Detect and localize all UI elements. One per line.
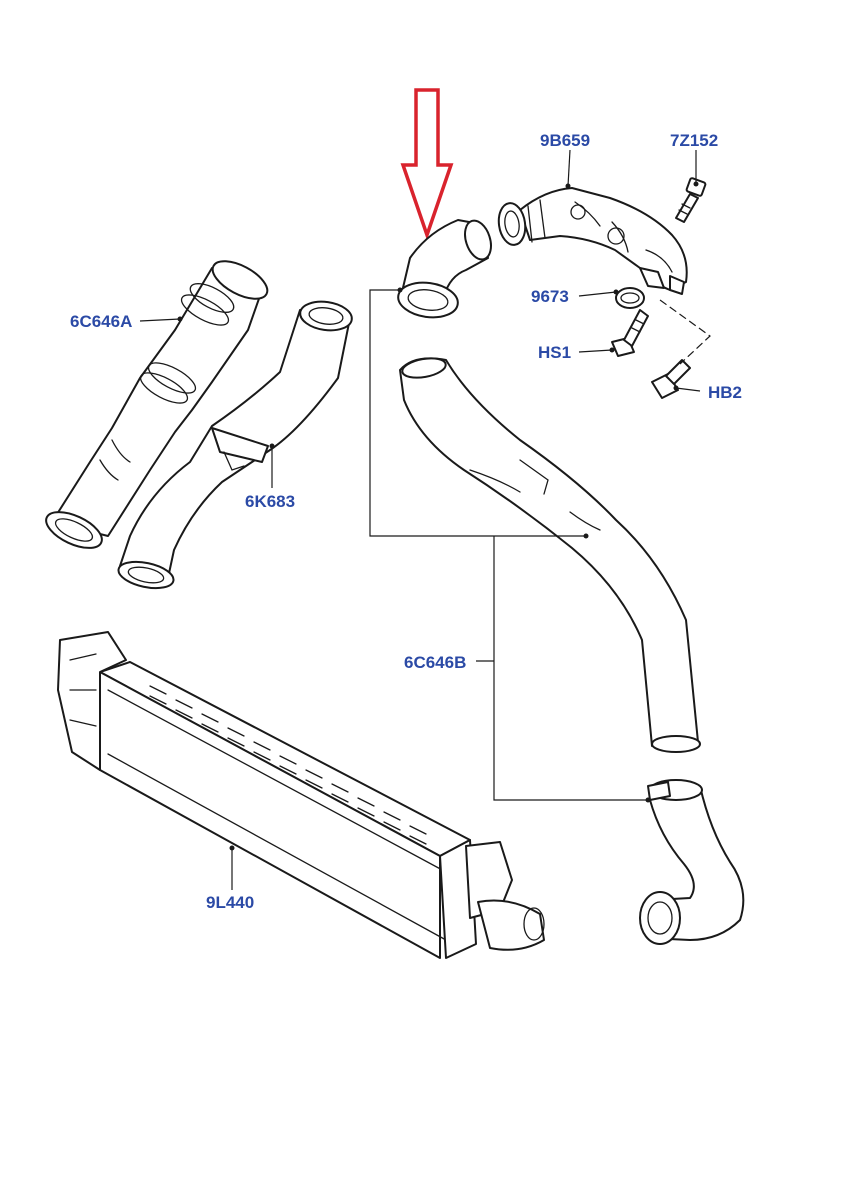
label-9673: 9673	[531, 287, 569, 306]
screw-hs1	[611, 309, 649, 357]
highlighted-elbow-hose	[397, 219, 492, 319]
indicator-arrow	[400, 88, 454, 241]
intercooler-9l440	[57, 631, 545, 959]
label-hb2: HB2	[708, 383, 742, 402]
hose-6c646b-lower	[639, 779, 745, 945]
hose-6k683	[117, 300, 353, 590]
label-6c646b: 6C646B	[404, 653, 466, 672]
label-hs1: HS1	[538, 343, 571, 362]
hose-6c646a	[45, 260, 269, 549]
label-7z152: 7Z152	[670, 131, 718, 150]
bolt-7z152	[675, 177, 707, 223]
label-6c646a: 6C646A	[70, 312, 132, 331]
hose-6c646b	[399, 357, 701, 753]
tube-9b659	[497, 187, 688, 295]
label-9l440: 9L440	[206, 893, 254, 912]
bolt-hb2	[651, 359, 691, 399]
label-6k683: 6K683	[245, 492, 295, 511]
label-9b659: 9B659	[540, 131, 590, 150]
ring-9673	[615, 287, 645, 309]
leader-lines	[139, 149, 711, 890]
